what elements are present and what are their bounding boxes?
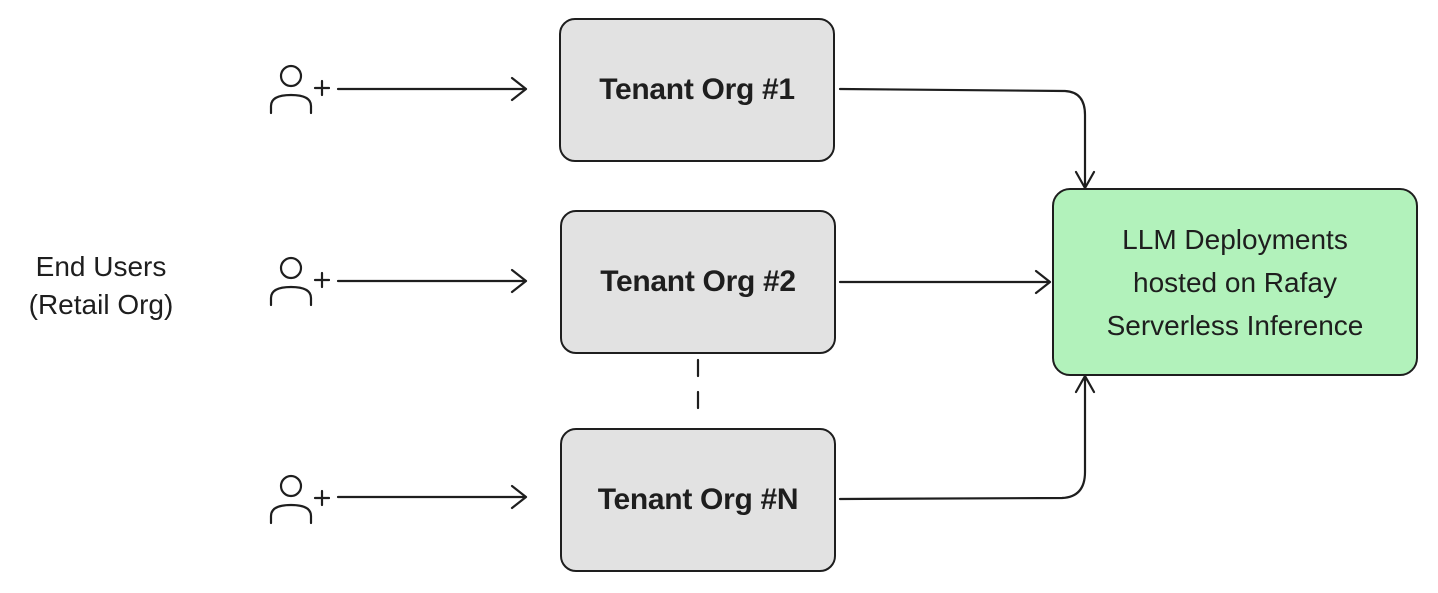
llm-line3: Serverless Inference — [1106, 309, 1364, 341]
tenant-org-box: Tenant Org #1 — [559, 18, 835, 162]
llm-line1: LLM Deployments — [1122, 223, 1348, 255]
add-user-icon — [268, 474, 330, 526]
tenant-org-box: Tenant Org #2 — [560, 210, 836, 354]
arrow-user-to-tenant-n — [336, 484, 528, 510]
llm-deployments-box: LLM Deployments hosted on Rafay Serverle… — [1052, 188, 1418, 376]
end-users-line1: End Users — [35, 251, 167, 282]
arrow-user-to-tenant-2 — [336, 268, 528, 294]
tenant-org-label: Tenant Org #N — [597, 483, 799, 516]
tenant-org-box: Tenant Org #N — [560, 428, 836, 572]
llm-line2: hosted on Rafay — [1133, 266, 1337, 298]
tenant-org-label: Tenant Org #2 — [600, 265, 796, 298]
arrow-tenant-n-to-llm — [838, 374, 1096, 501]
add-user-icon — [268, 256, 330, 308]
end-users-label: End Users (Retail Org) — [0, 248, 202, 324]
add-user-icon — [268, 64, 330, 116]
arrow-tenant-1-to-llm — [838, 87, 1096, 190]
arrow-user-to-tenant-1 — [336, 76, 528, 102]
end-users-line2: (Retail Org) — [28, 289, 174, 320]
arrow-tenant-2-to-llm — [838, 269, 1052, 295]
tenant-org-label: Tenant Org #1 — [599, 73, 795, 106]
